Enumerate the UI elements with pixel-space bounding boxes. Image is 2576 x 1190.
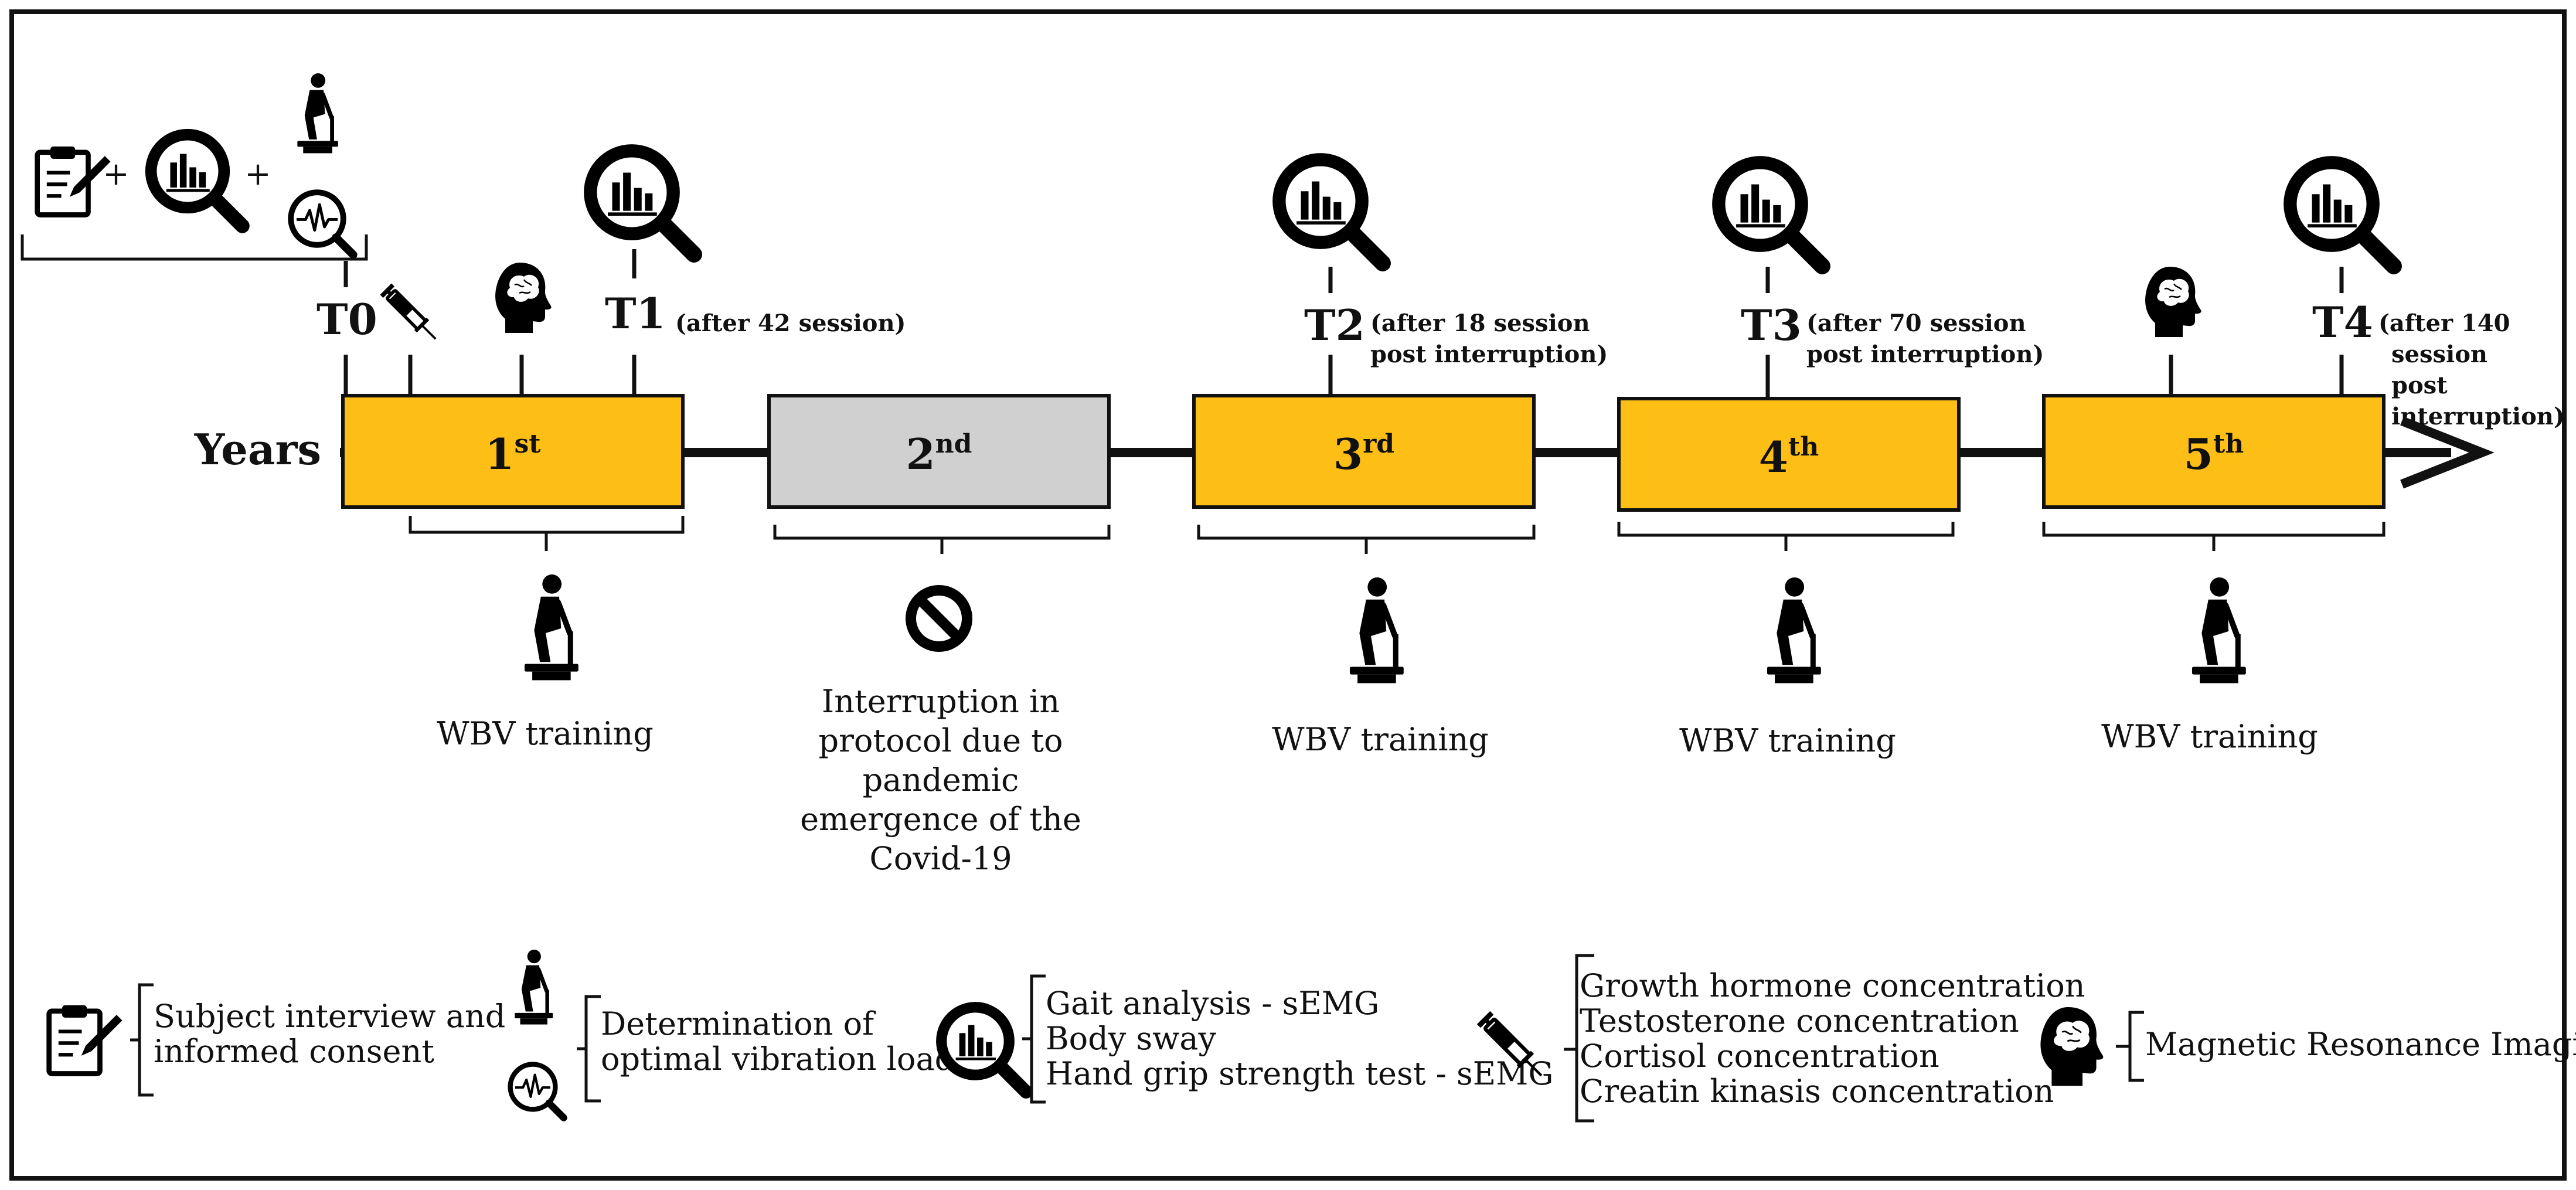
timepoint-note-t4-line2: session	[2391, 341, 2487, 368]
year-box-2: 2nd	[767, 394, 1111, 509]
outer-frame	[9, 9, 2567, 1181]
timepoint-note-t3-line2: post interruption)	[1806, 341, 2044, 368]
legend-text-3-line2: Body sway	[1046, 1020, 1217, 1057]
legend-item-mri: Magnetic Resonance Imaging	[2040, 1006, 2576, 1087]
analysis-magnifier-icon	[2290, 162, 2394, 266]
legend-text-2-line1: Determination of	[601, 1005, 876, 1042]
wbv-platform-icon	[515, 950, 553, 1025]
period-label-1: WBV training	[437, 715, 654, 752]
timepoint-label-t0: T0	[317, 294, 377, 344]
brain-head-icon	[494, 261, 552, 334]
timepoint-note-t2-line1: (after 18 session	[1370, 310, 1590, 337]
year-box-5: 5th	[2042, 394, 2386, 509]
year-label-5: 5th	[2184, 429, 2244, 479]
analysis-magnifier-icon	[1719, 162, 1822, 266]
timepoint-note-t4-line3: post	[2391, 372, 2448, 399]
baseline-bracket	[21, 234, 368, 261]
timepoint-label-t2: T2	[1304, 300, 1365, 350]
clipboard-icon	[49, 1005, 122, 1074]
year-box-3: 3rd	[1192, 394, 1536, 509]
emg-magnifier-icon	[511, 1065, 564, 1118]
period-label-4: WBV training	[1679, 722, 1896, 759]
year-label-2: 2nd	[906, 429, 972, 479]
wbv-platform-icon	[2192, 577, 2246, 683]
event-ticks	[343, 355, 2344, 399]
timepoint-label-t4: T4	[2312, 297, 2373, 347]
wbv-platform-icon	[525, 574, 579, 680]
period-label-2-line3: pandemic	[863, 761, 1019, 798]
year-label-4: 4th	[1759, 432, 1819, 482]
timepoint-label-t1: T1	[605, 288, 666, 338]
analysis-magnifier-icon	[590, 151, 694, 254]
legend-text-4-line2: Testosterone concentration	[1580, 1002, 2019, 1039]
period-label-2-line4: emergence of the	[800, 801, 1081, 838]
timepoint-label-t3: T3	[1741, 300, 1802, 350]
syringe-icon	[381, 284, 441, 345]
legend-text-3-line3: Hand grip strength test - sEMG	[1046, 1055, 1554, 1092]
axis-label: Years	[194, 424, 321, 474]
timepoint-labels: T0 T1 (after 42 session) T2 (after 18 se…	[317, 288, 2565, 430]
timepoint-note-t4-line4: interruption)	[2391, 403, 2565, 430]
year-blocks: 1st 2nd 3rd 4th 5th	[341, 394, 2386, 512]
timepoint-note-t3-line1: (after 70 session	[1806, 310, 2026, 337]
wbv-platform-icon	[297, 73, 338, 153]
legend-text-4-line4: Creatin kinasis concentration	[1580, 1073, 2054, 1110]
legend-item-hormones: Growth hormone concentration Testosteron…	[1478, 954, 2085, 1123]
emg-magnifier-icon	[291, 192, 353, 254]
analysis-magnifier-icon	[151, 135, 243, 226]
period-labels: WBV training Interruption in protocol du…	[437, 683, 2318, 877]
brain-head-icon	[2144, 266, 2202, 338]
wbv-platform-icon	[1350, 577, 1404, 683]
legend-item-vibration-load: Determination of optimal vibration load	[511, 950, 955, 1118]
period-label-5: WBV training	[2101, 718, 2318, 755]
period-label-2-line1: Interruption in	[822, 683, 1060, 720]
timepoint-note-t4-line1: (after 140	[2378, 310, 2510, 337]
legend: Subject interview and informed consent D…	[49, 950, 2576, 1123]
analysis-magnifier-icon	[1279, 159, 1383, 263]
plus-sign-1: +	[103, 155, 129, 192]
legend-text-2-line2: optimal vibration load	[601, 1041, 955, 1077]
prohibited-icon	[911, 590, 967, 647]
legend-text-5-line1: Magnetic Resonance Imaging	[2145, 1026, 2576, 1063]
year-box-4: 4th	[1617, 397, 1961, 512]
year-label-3: 3rd	[1333, 429, 1394, 479]
wbv-platform-icon	[1767, 577, 1821, 683]
period-brackets	[409, 516, 2386, 554]
plus-sign-2: +	[244, 155, 271, 192]
period-label-2-line5: Covid-19	[869, 840, 1012, 877]
clipboard-icon	[38, 147, 111, 215]
legend-text-4-line1: Growth hormone concentration	[1580, 967, 2085, 1004]
period-label-2-line2: protocol due to	[819, 722, 1063, 759]
timepoint-connectors	[343, 249, 2344, 293]
legend-text-1-line1: Subject interview and	[154, 998, 505, 1035]
legend-text-4-line3: Cortisol concentration	[1580, 1038, 1939, 1075]
timepoint-note-t1-line1: (after 42 session)	[675, 310, 906, 337]
baseline-icons: + +	[38, 73, 353, 255]
timepoint-note-t2-line2: post interruption)	[1370, 341, 1608, 368]
year-label-1: 1st	[485, 429, 541, 479]
legend-text-3-line1: Gait analysis - sEMG	[1046, 985, 1379, 1022]
legend-text-1-line2: informed consent	[154, 1033, 434, 1070]
period-label-3: WBV training	[1272, 721, 1489, 758]
year-box-1: 1st	[341, 394, 685, 509]
analysis-magnifier-icon	[941, 1007, 1026, 1092]
legend-item-analysis: Gait analysis - sEMG Body sway Hand grip…	[941, 974, 1554, 1104]
legend-item-interview: Subject interview and informed consent	[49, 983, 505, 1097]
